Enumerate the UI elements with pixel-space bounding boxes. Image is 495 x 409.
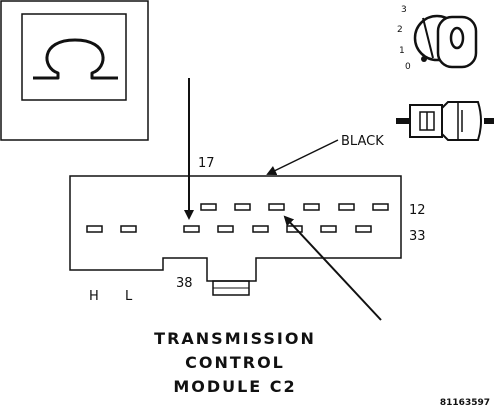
connector-plug-icon [396, 101, 494, 141]
terminal-cavity [303, 203, 320, 211]
probe-arrow-bottom [283, 215, 382, 321]
ignition-position-2: 2 [397, 25, 403, 35]
terminal-cavity [320, 225, 337, 233]
terminal-cavity [86, 225, 103, 233]
terminal-cavity [234, 203, 251, 211]
pin-label-top-left: 17 [198, 156, 215, 171]
terminal-cavity [200, 203, 217, 211]
diagram-title-line-2: CONTROL [185, 353, 285, 372]
terminal-cavity [372, 203, 389, 211]
terminal-cavities [86, 203, 389, 233]
terminal-cavity [252, 225, 269, 233]
terminal-cavity [338, 203, 355, 211]
ignition-switch-icon: 3 2 1 0 [397, 5, 478, 72]
pin-label-bottom-left: 38 [176, 276, 193, 291]
key-label-l: L [125, 289, 133, 304]
terminal-cavity [217, 225, 234, 233]
diagram-title-line-3: MODULE C2 [173, 377, 296, 396]
color-callout-arrow [266, 139, 339, 176]
terminal-cavity [268, 203, 285, 211]
ignition-position-0: 0 [405, 62, 411, 72]
terminal-cavity [355, 225, 372, 233]
color-callout-label: BLACK [341, 134, 384, 149]
diagram-title-line-1: TRANSMISSION [154, 329, 316, 348]
ohmmeter-symbol [0, 0, 149, 141]
ohm-icon [33, 38, 118, 80]
terminal-cavity [120, 225, 137, 233]
pin-label-top-right: 12 [409, 203, 426, 218]
ignition-position-1: 1 [399, 46, 405, 56]
figure-number: 81163597 [440, 398, 490, 408]
ignition-position-3: 3 [401, 5, 407, 15]
key-label-h: H [89, 289, 99, 304]
terminal-cavity [183, 225, 200, 233]
connector-face [69, 175, 402, 296]
pin-label-bottom-right: 33 [409, 229, 426, 244]
